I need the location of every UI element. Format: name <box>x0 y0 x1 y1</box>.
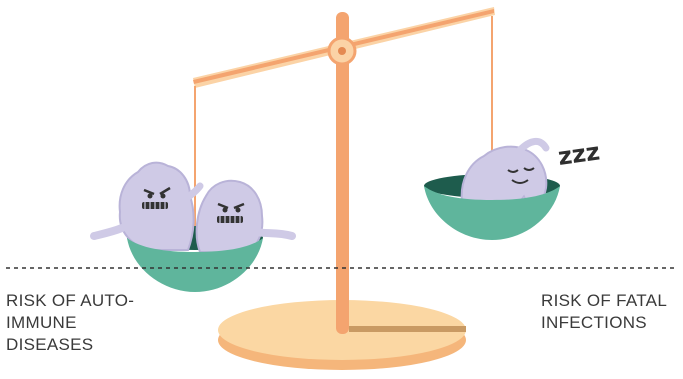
right-risk-label: RISK OF FATAL INFECTIONS <box>541 290 667 334</box>
left-risk-label: RISK OF AUTO- IMMUNE DISEASES <box>6 290 134 356</box>
angry-germ-icon <box>94 163 200 250</box>
sleep-zzz-text: zzz <box>556 137 601 171</box>
angry-germ-icon <box>197 181 292 254</box>
